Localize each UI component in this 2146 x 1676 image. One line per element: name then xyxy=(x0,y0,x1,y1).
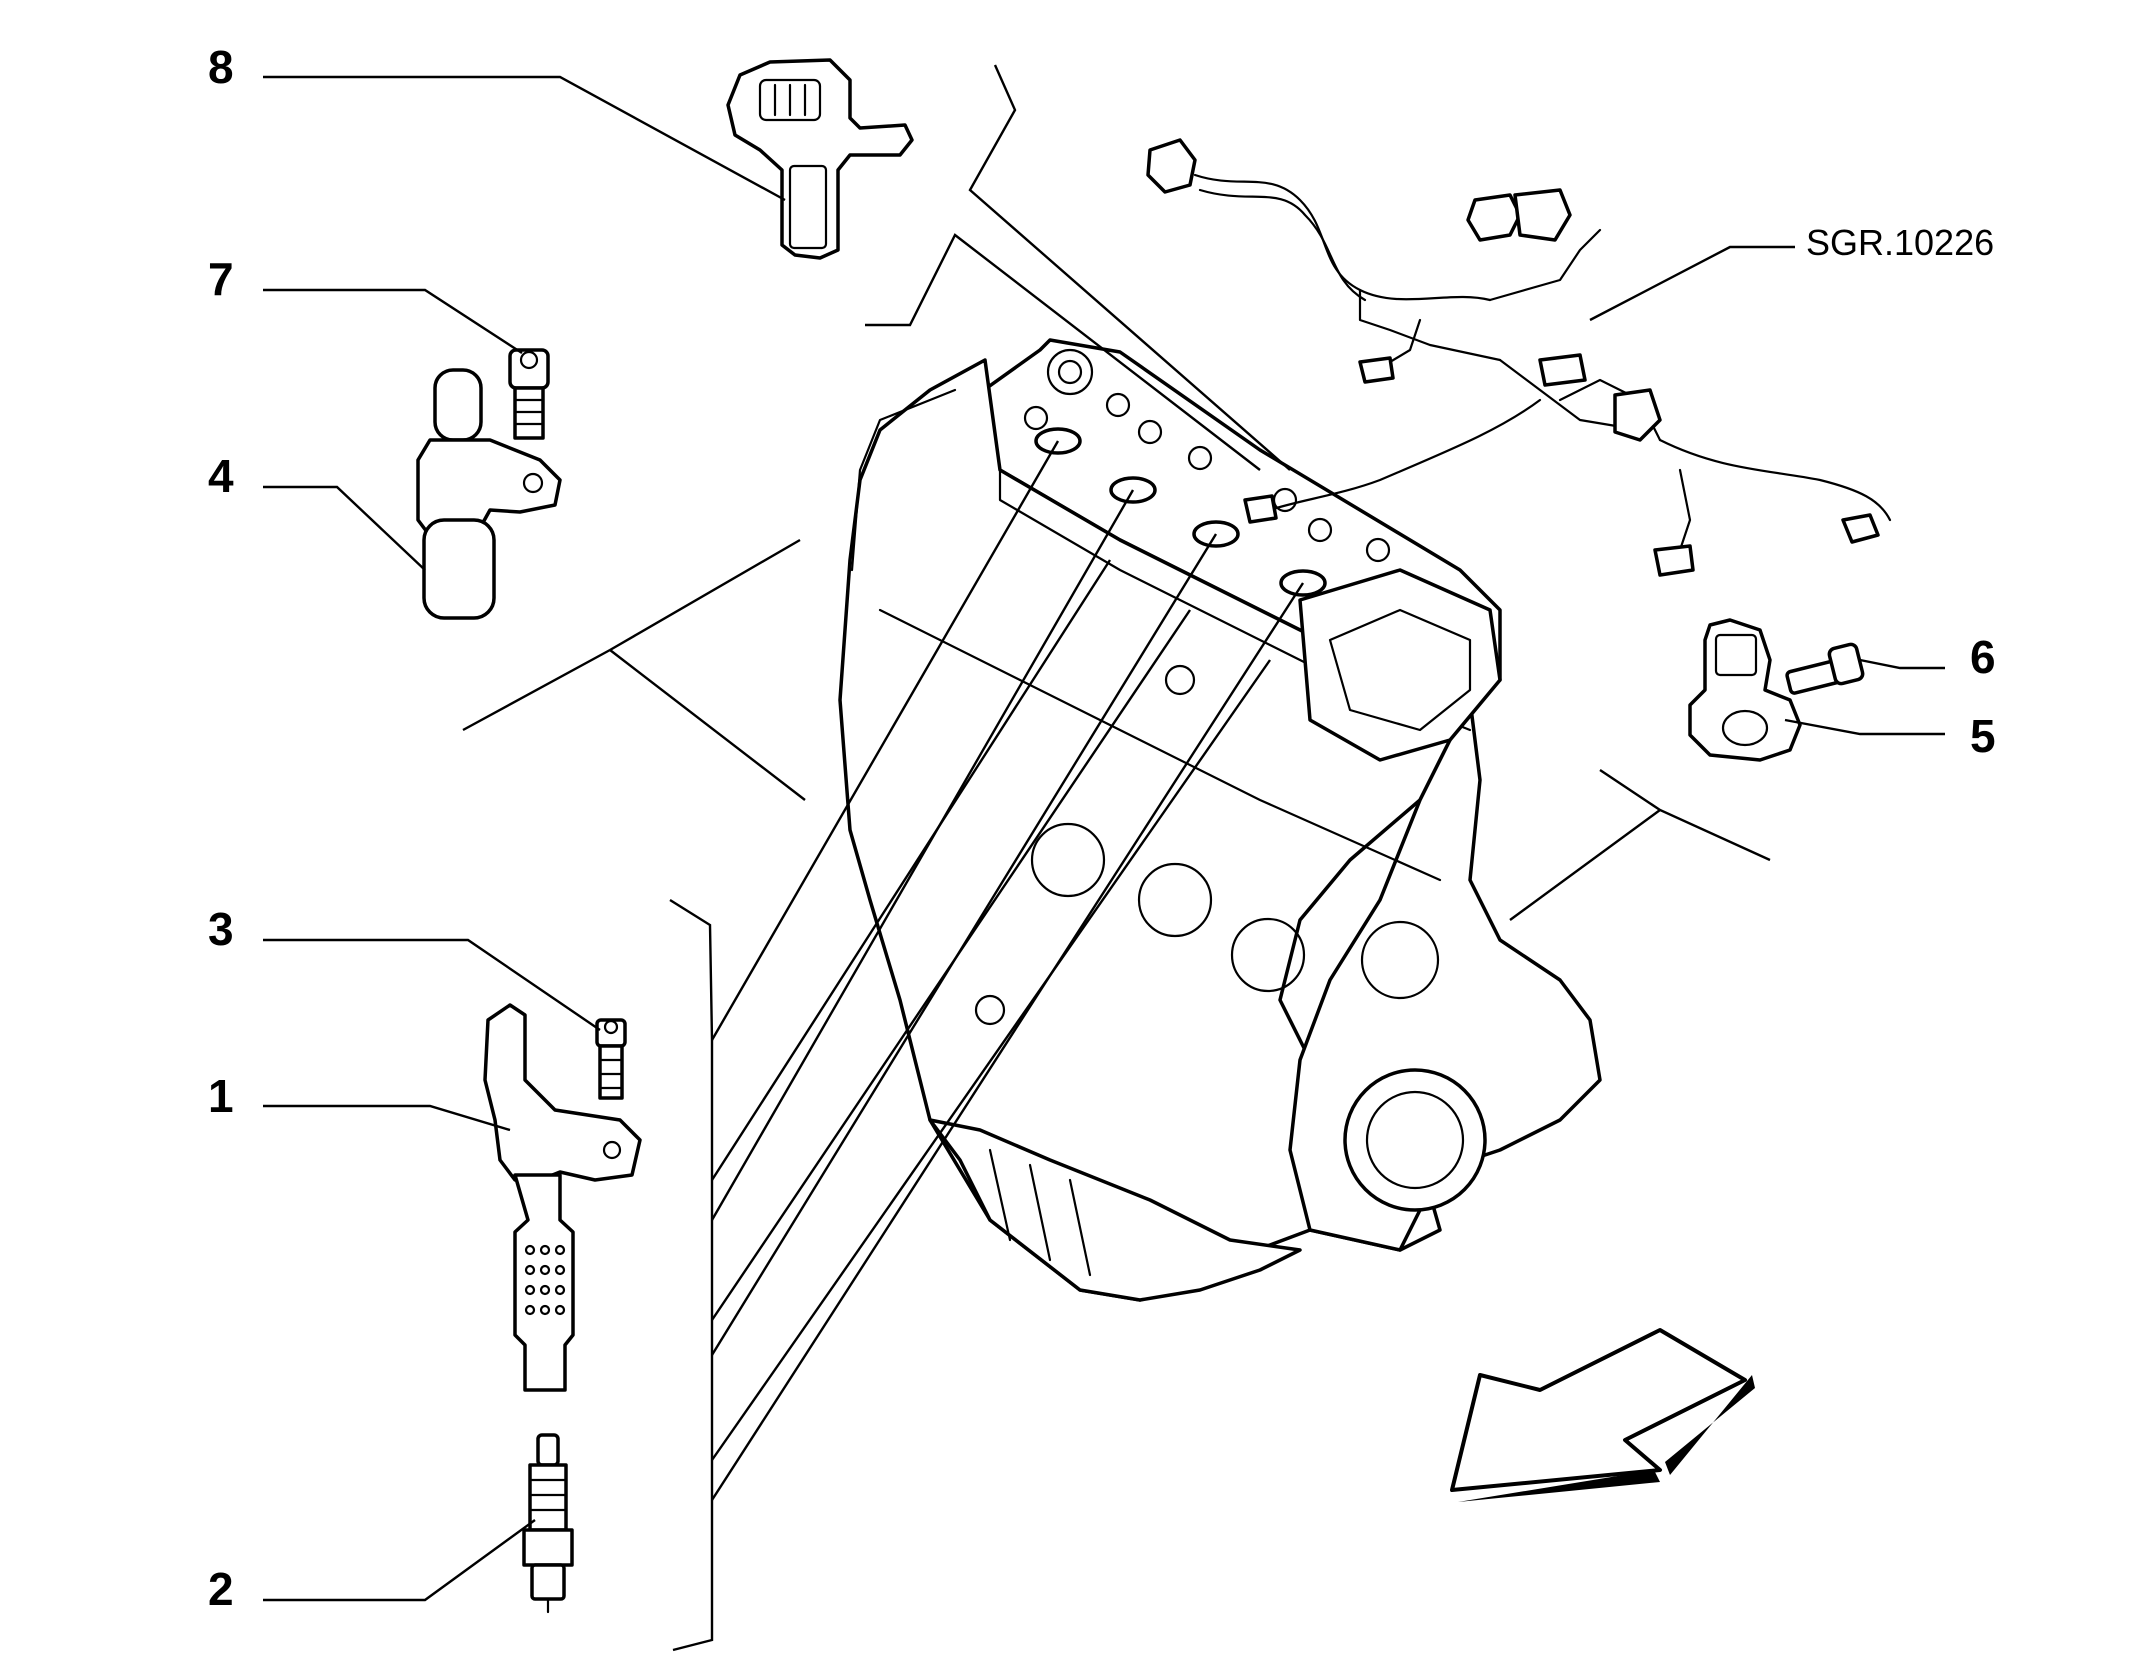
callout-7: 7 xyxy=(208,253,234,305)
bolt-3 xyxy=(595,1018,627,1100)
bolt-6 xyxy=(1785,642,1865,695)
engine-block xyxy=(838,338,1602,1302)
coil-vent-holes xyxy=(524,1244,566,1316)
direction-arrow xyxy=(1450,1328,1755,1502)
callout-8: 8 xyxy=(208,41,234,93)
wiring-harness xyxy=(1146,138,1892,577)
knock-sensor xyxy=(1688,618,1802,762)
reference-label: SGR.10226 xyxy=(1806,222,1994,263)
callout-6: 6 xyxy=(1970,631,1996,683)
callout-labels: 8 7 4 3 1 2 6 5 SGR.10226 xyxy=(208,41,1996,1615)
camshaft-position-sensor xyxy=(726,58,914,260)
callout-4: 4 xyxy=(208,450,234,502)
callout-3: 3 xyxy=(208,903,234,955)
spark-plug xyxy=(522,1433,574,1614)
crankshaft-position-sensor xyxy=(416,368,562,620)
spark-plug-leaders xyxy=(710,440,1305,1501)
bolt-7 xyxy=(508,348,550,440)
callout-5: 5 xyxy=(1970,710,1996,762)
callout-2: 2 xyxy=(208,1563,234,1615)
callout-leaders xyxy=(263,75,1945,1602)
section-break-lines xyxy=(462,64,1771,1652)
callout-1: 1 xyxy=(208,1070,234,1122)
ignition-coil xyxy=(483,1003,642,1392)
